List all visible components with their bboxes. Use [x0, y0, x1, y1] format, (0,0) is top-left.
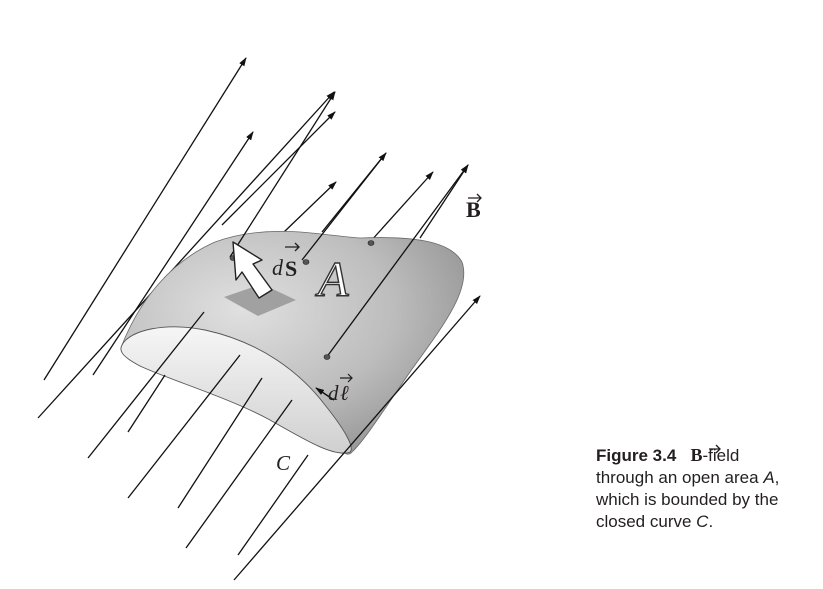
- field-line: [325, 164, 469, 359]
- caption-line-2: through an open area A,: [596, 467, 816, 489]
- caption-line-1: Figure 3.4 B-field: [596, 444, 816, 467]
- caption-area-name: A: [763, 468, 775, 487]
- curve-label: C: [276, 451, 291, 475]
- caption-text: through an open area: [596, 468, 764, 487]
- line-element-arrow: [315, 387, 335, 401]
- figure-number: Figure 3.4: [596, 446, 677, 465]
- caption-text: .: [708, 512, 714, 531]
- caption-text: ,: [774, 468, 780, 487]
- piercing-point: [323, 354, 331, 360]
- caption-curve-name: C: [696, 512, 709, 531]
- field-line: [237, 454, 309, 556]
- field-line: [283, 181, 337, 233]
- field-line: [233, 295, 481, 581]
- field-lines-through: [87, 91, 481, 581]
- field-line: [419, 164, 469, 239]
- area-label: A: [315, 251, 349, 307]
- field-lines-background: [37, 57, 469, 419]
- area-element-prefix: d: [272, 255, 284, 280]
- field-line: [185, 399, 293, 549]
- caption-text: closed curve: [596, 512, 697, 531]
- field-line: [43, 57, 247, 381]
- surface-opening: [120, 326, 352, 454]
- field-line: [369, 171, 434, 243]
- area-element-vector-arrow: [285, 242, 300, 252]
- field-line: [177, 377, 263, 509]
- line-element-prefix: d: [328, 381, 339, 405]
- area-element-label: S: [285, 256, 297, 281]
- caption-line-4: closed curve C.: [596, 511, 816, 533]
- piercing-point: [367, 240, 375, 246]
- field-line: [301, 152, 387, 261]
- field-line: [37, 91, 335, 419]
- caption-text: which is bounded by the: [596, 490, 779, 509]
- caption-field-suffix: -field: [702, 446, 740, 465]
- field-line: [127, 354, 241, 499]
- field-line: [92, 131, 254, 376]
- field-line: [221, 111, 336, 226]
- caption-field-symbol: B: [690, 445, 703, 465]
- line-element-vector-arrow: [340, 373, 353, 383]
- field-label-vector-arrow: [468, 193, 482, 203]
- caption-line-3: which is bounded by the: [596, 489, 816, 511]
- figure-caption: Figure 3.4 B-field through an open area …: [596, 444, 816, 533]
- diagram-labels: B d S A d ℓ C: [272, 193, 482, 475]
- line-element-label: ℓ: [340, 381, 349, 405]
- field-line: [87, 311, 205, 459]
- field-label: B: [466, 197, 481, 222]
- area-vector-arrow: [232, 241, 273, 299]
- area-element-patch: [224, 284, 296, 316]
- piercing-point: [302, 259, 310, 265]
- field-line: [229, 91, 336, 258]
- field-line: [127, 374, 166, 433]
